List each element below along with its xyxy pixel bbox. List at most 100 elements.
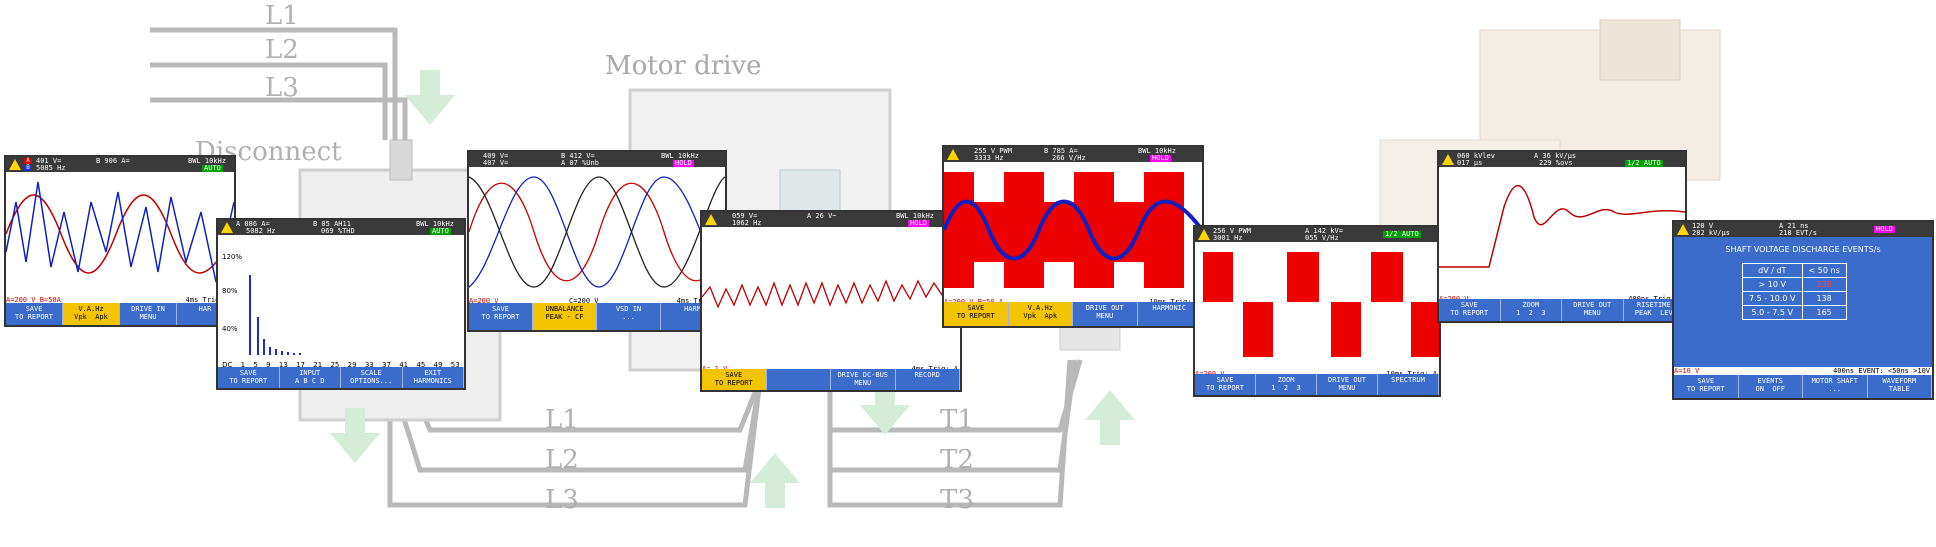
reading-line-2: 282 kV/μs bbox=[1692, 229, 1730, 237]
bus-label-l3: L3 bbox=[545, 485, 579, 515]
reading-line-2b: 229 %ovs bbox=[1539, 159, 1573, 167]
waveform-plot bbox=[702, 227, 960, 365]
motor-shaft-button[interactable]: MOTOR SHAFT ... bbox=[1803, 375, 1868, 398]
waveform-plot bbox=[1439, 167, 1685, 295]
scope-screen-harmonics: A 086 A= B 05 AH11 5082 Hz 069 %THD BWL … bbox=[216, 218, 466, 390]
softkey-bar: SAVE TO REPORT ZOOM 1 2 3 DRIVE OUT MENU… bbox=[1195, 374, 1439, 395]
record-button[interactable]: RECORD bbox=[896, 369, 960, 390]
drive-in-menu-button[interactable]: DRIVE IN MENU bbox=[120, 303, 177, 325]
bandwidth-label: BWL 10kHz bbox=[416, 220, 454, 228]
table-col-header: < 50 ns bbox=[1801, 263, 1847, 278]
scope-screen-shaft-voltage: 120 V A 21 ns 282 kV/μs 218 EVT/s HOLD S… bbox=[1672, 220, 1934, 400]
events-toggle[interactable]: EVENTS ON OFF bbox=[1739, 375, 1803, 398]
screen-header: 060 kVlev A 36 kV/μs 017 μs 229 %ovs 1/2… bbox=[1439, 152, 1685, 167]
risetime-trace bbox=[1439, 185, 1685, 268]
y-tick-40: 40% bbox=[222, 325, 238, 333]
warning-icon bbox=[947, 149, 959, 160]
drive-out-menu-button[interactable]: DRIVE OUT MENU bbox=[1562, 299, 1624, 321]
vsd-in-button[interactable]: VSD IN ... bbox=[597, 303, 661, 330]
mode-badge: 1/2 AUTO bbox=[1383, 230, 1421, 238]
warning-icon bbox=[1198, 229, 1210, 240]
reading-line-2b: 055 V/Hz bbox=[1305, 234, 1339, 242]
reading-line-2b: 266 V/Hz bbox=[1052, 154, 1086, 162]
timebase-readout: 4ms Trig: A bbox=[185, 296, 232, 304]
vahz-button[interactable]: V.A.Hz Vpk Apk bbox=[1008, 302, 1073, 326]
waveform-plot bbox=[944, 162, 1202, 298]
save-to-report-button[interactable]: SAVE TO REPORT bbox=[944, 302, 1009, 326]
save-to-report-button[interactable]: SAVE TO REPORT bbox=[6, 303, 63, 325]
mode-badge: AUTO bbox=[430, 227, 451, 235]
reading-line-2: 5082 Hz bbox=[246, 227, 276, 235]
save-to-report-button[interactable]: SAVE TO REPORT bbox=[1195, 374, 1256, 395]
supply-label-l1: L1 bbox=[265, 1, 299, 31]
bandwidth-label: BWL 10kHz bbox=[661, 152, 699, 160]
waveform-trace bbox=[469, 176, 725, 288]
x-tick: 25 bbox=[330, 361, 340, 369]
reading-line-2: 5085 Hz bbox=[36, 164, 66, 172]
table-row: 7.5 - 10.0 V 138 bbox=[1742, 291, 1847, 306]
bandwidth-label: BWL 10kHz bbox=[188, 157, 226, 165]
scope-screen-voltage-amps: A B 401 V= B 906 A= 5085 Hz BWL 10kHz AU… bbox=[4, 155, 236, 327]
zoom-button[interactable]: ZOOM 1 2 3 bbox=[1501, 299, 1562, 321]
save-to-report-button[interactable]: SAVE TO REPORT bbox=[469, 303, 533, 330]
x-tick: 17 bbox=[296, 361, 305, 369]
panel-title: SHAFT VOLTAGE DISCHARGE EVENTS/s bbox=[1725, 245, 1881, 254]
x-tick: 45 bbox=[416, 361, 426, 369]
exit-harmonics-button[interactable]: EXIT HARMONICS bbox=[403, 367, 464, 388]
reading-line-2: 407 V= bbox=[483, 159, 509, 167]
drive-out-menu-button[interactable]: DRIVE OUT MENU bbox=[1317, 374, 1378, 395]
reading-line-2b: 218 EVT/s bbox=[1779, 229, 1817, 237]
input-button[interactable]: INPUT A B C D bbox=[280, 367, 341, 388]
screen-header: A B 401 V= B 906 A= 5085 Hz BWL 10kHz AU… bbox=[6, 157, 234, 172]
zoom-button[interactable]: ZOOM 1 2 3 bbox=[1256, 374, 1317, 395]
drive-dc-bus-menu-button[interactable]: DRIVE DC-BUS MENU bbox=[831, 369, 896, 390]
drive-out-menu-button[interactable]: DRIVE OUT MENU bbox=[1073, 302, 1138, 326]
waveform-table-button[interactable]: WAVEFORM TABLE bbox=[1868, 375, 1932, 398]
status-bar: A=10 V 400ns EVENT: <50ns >10V bbox=[1674, 367, 1932, 375]
event-readout: 400ns EVENT: <50ns >10V bbox=[1833, 367, 1930, 375]
reading-line-1: 059 V= bbox=[732, 212, 758, 220]
unbalance-button[interactable]: UNBALANCE PEAK - CF bbox=[533, 303, 597, 330]
timebase-readout: 4ms Trig: A bbox=[676, 297, 723, 305]
save-to-report-button[interactable]: SAVE TO REPORT bbox=[218, 367, 280, 388]
harmonics-bar-chart: 120% 80% 40% DC 1 5 9 13 17 21 25 29 33 … bbox=[218, 235, 464, 369]
status-bar: A=200 V B=50A 4ms Trig: A bbox=[6, 296, 234, 304]
pwm-zoom-trace bbox=[1203, 252, 1439, 357]
empty-softkey[interactable] bbox=[767, 369, 831, 390]
x-tick: 21 bbox=[313, 361, 323, 369]
softkey-bar: SAVE TO REPORT DRIVE DC-BUS MENU RECORD bbox=[702, 369, 960, 390]
waveform-trace bbox=[6, 181, 234, 283]
scope-screen-drive-out: 255 V PWM B 785 A= 3333 Hz 266 V/Hz BWL … bbox=[942, 145, 1204, 328]
reading-line-1: 060 kVlev bbox=[1457, 152, 1495, 160]
x-tick: 33 bbox=[364, 361, 374, 369]
x-tick: 1 bbox=[240, 361, 246, 369]
reading-line-1b: A 26 V~ bbox=[807, 212, 837, 220]
table-corner: dV / dT bbox=[1742, 263, 1803, 278]
waveform-plot bbox=[469, 167, 725, 297]
events-table: dV / dT < 50 ns > 10 V 238 7.5 - 10.0 V … bbox=[1742, 263, 1847, 320]
vahz-button[interactable]: V.A.Hz Vpk Apk bbox=[63, 303, 120, 325]
reading-line-1: 401 V= bbox=[36, 157, 62, 165]
save-to-report-button[interactable]: SAVE TO REPORT bbox=[702, 369, 767, 390]
waveform-plot bbox=[6, 172, 234, 296]
scale-readout: A=200 V B=50A bbox=[6, 296, 61, 304]
y-tick-120: 120% bbox=[222, 253, 243, 261]
bandwidth-label: BWL 10kHz bbox=[1138, 147, 1176, 155]
harmonic-bars bbox=[249, 275, 301, 355]
x-tick: 13 bbox=[278, 361, 288, 369]
warning-icon bbox=[1442, 154, 1454, 165]
scale-options-button[interactable]: SCALE OPTIONS... bbox=[341, 367, 403, 388]
supply-label-l2: L2 bbox=[265, 35, 299, 65]
screen-header: 409 V= B 412 V= 407 V= A 07 %Unb BWL 10k… bbox=[469, 152, 725, 167]
x-tick: 41 bbox=[399, 361, 409, 369]
reading-line-1b: B 05 AH11 bbox=[313, 220, 351, 228]
screen-header: 059 V= A 26 V~ 1062 Hz BWL 10kHz HOLD bbox=[702, 212, 960, 227]
warning-icon bbox=[705, 214, 717, 225]
reading-line-2b: A 07 %Unb bbox=[561, 159, 599, 167]
save-to-report-button[interactable]: SAVE TO REPORT bbox=[1674, 375, 1739, 398]
spectrum-button[interactable]: SPECTRUM bbox=[1378, 374, 1439, 395]
channel-a-icon: A bbox=[24, 158, 32, 164]
save-to-report-button[interactable]: SAVE TO REPORT bbox=[1439, 299, 1501, 321]
reading-line-1b: A 21 ns bbox=[1779, 222, 1809, 230]
softkey-bar: SAVE TO REPORT EVENTS ON OFF MOTOR SHAFT… bbox=[1674, 375, 1932, 398]
